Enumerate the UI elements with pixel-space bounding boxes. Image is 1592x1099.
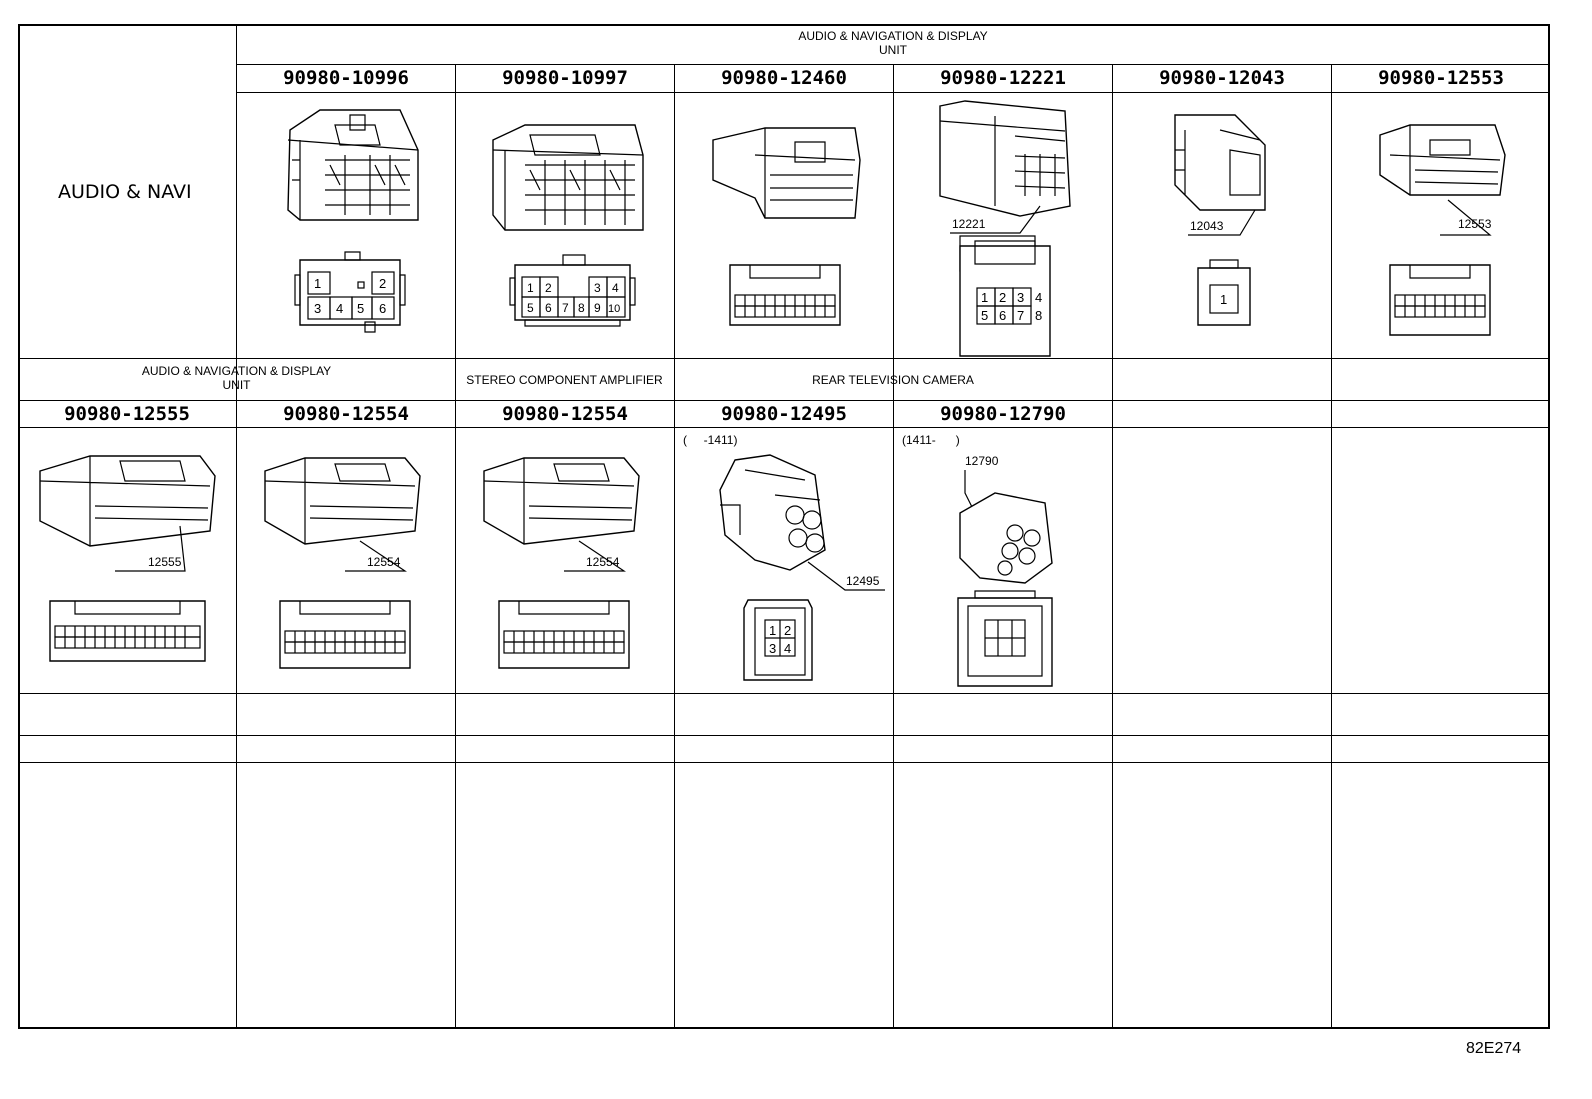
grid-line <box>18 427 1550 428</box>
pin-3: 3 <box>314 301 321 316</box>
pin-8: 8 <box>1035 308 1042 323</box>
row2-header-camera: REAR TELEVISION CAMERA <box>812 373 974 387</box>
connector-12043-drawing: 12043 1 <box>1174 114 1266 326</box>
part-number: 90980-12043 <box>1159 67 1285 89</box>
pin-1: 1 <box>314 276 321 291</box>
grid-line <box>18 735 1550 736</box>
pin-2: 2 <box>784 623 791 638</box>
connector-12221-drawing: 1 2 3 4 5 6 7 8 12221 <box>939 100 1071 357</box>
grid-line <box>18 762 1550 763</box>
pin-5: 5 <box>981 308 988 323</box>
pin-6: 6 <box>545 301 552 315</box>
callout-12554b: 12554 <box>586 555 620 569</box>
connector-12460-drawing <box>712 127 861 326</box>
connector-12555-drawing: 12555 <box>39 455 216 662</box>
part-number: 90980-12495 <box>721 403 847 425</box>
grid-line <box>674 360 675 400</box>
grid-line <box>236 24 237 1029</box>
pin-10: 10 <box>608 303 620 315</box>
part-number: 90980-12553 <box>1378 67 1504 89</box>
pin-2: 2 <box>379 276 386 291</box>
grid-line <box>1331 64 1332 1029</box>
part-number: 90980-12460 <box>721 67 847 89</box>
pin-8: 8 <box>578 301 585 315</box>
pin-9: 9 <box>594 301 601 315</box>
pin-7: 7 <box>562 301 569 315</box>
connector-10996-drawing: 1 2 3 4 5 6 <box>287 109 419 333</box>
part-number: 90980-12554 <box>283 403 409 425</box>
grid-line <box>236 64 1550 65</box>
grid-line <box>1112 360 1113 400</box>
row2-header-line2: UNIT <box>222 378 251 392</box>
pin-3: 3 <box>594 281 601 295</box>
grid-line <box>455 360 456 400</box>
connector-12554-drawing: 12554 <box>264 457 421 669</box>
callout-12553: 12553 <box>1458 217 1492 231</box>
callout-12043: 12043 <box>1190 219 1224 233</box>
row2-header-audio: AUDIO & NAVIGATION & DISPLAY UNIT <box>18 364 455 392</box>
pin-6: 6 <box>999 308 1006 323</box>
pin-1: 1 <box>981 290 988 305</box>
part-number: 90980-12555 <box>64 403 190 425</box>
row-label: AUDIO & NAVI <box>58 181 192 203</box>
grid-line <box>18 358 1550 359</box>
grid-line <box>1112 64 1113 1029</box>
pin-2: 2 <box>545 281 552 295</box>
figure-id: 82E274 <box>1466 1040 1522 1057</box>
connector-12554-drawing: 12554 <box>483 457 640 669</box>
pin-3: 3 <box>769 641 776 656</box>
grid-line <box>893 64 894 1029</box>
grid-line <box>18 693 1550 694</box>
part-number: 90980-12221 <box>940 67 1066 89</box>
connector-10997-drawing: 1 2 3 4 5 6 7 8 9 10 <box>492 124 644 327</box>
pin-2: 2 <box>999 290 1006 305</box>
part-number: 90980-10997 <box>502 67 628 89</box>
row1-header-line2: UNIT <box>879 43 907 57</box>
callout-12495: 12495 <box>846 574 880 588</box>
row1-header: AUDIO & NAVIGATION & DISPLAY UNIT <box>236 29 1550 57</box>
grid-line <box>674 64 675 1029</box>
part-number: 90980-12554 <box>502 403 628 425</box>
connector-12495-drawing: 12495 1 2 3 4 <box>719 454 885 681</box>
callout-12555: 12555 <box>148 555 182 569</box>
part-number: 90980-12790 <box>940 403 1066 425</box>
pin-5: 5 <box>357 301 364 316</box>
production-note-12495: ( -1411) <box>683 433 738 447</box>
callout-12790: 12790 <box>965 454 999 468</box>
row1-header-line1: AUDIO & NAVIGATION & DISPLAY <box>798 29 988 43</box>
pin-4: 4 <box>1035 290 1042 305</box>
row2-header-amplifier: STEREO COMPONENT AMPLIFIER <box>466 373 663 387</box>
pin-6: 6 <box>379 301 386 316</box>
grid-line <box>236 92 1550 93</box>
connector-12553-drawing: 12553 <box>1379 124 1506 336</box>
pin-3: 3 <box>1017 290 1024 305</box>
pin-7: 7 <box>1017 308 1024 323</box>
grid-line <box>18 400 1550 401</box>
pin-1: 1 <box>1220 292 1227 307</box>
connector-12790-drawing: 12790 <box>957 454 1053 687</box>
part-number: 90980-10996 <box>283 67 409 89</box>
grid-line <box>455 64 456 1029</box>
pin-5: 5 <box>527 301 534 315</box>
callout-12554a: 12554 <box>367 555 401 569</box>
pin-4: 4 <box>336 301 343 316</box>
callout-12221: 12221 <box>952 217 986 231</box>
pin-1: 1 <box>527 281 534 295</box>
pin-4: 4 <box>784 641 791 656</box>
production-note-12790: (1411- ) <box>902 433 960 447</box>
table-frame <box>18 24 1550 1029</box>
pin-4: 4 <box>612 281 619 295</box>
pin-1: 1 <box>769 623 776 638</box>
row2-header-line1: AUDIO & NAVIGATION & DISPLAY <box>141 364 332 378</box>
